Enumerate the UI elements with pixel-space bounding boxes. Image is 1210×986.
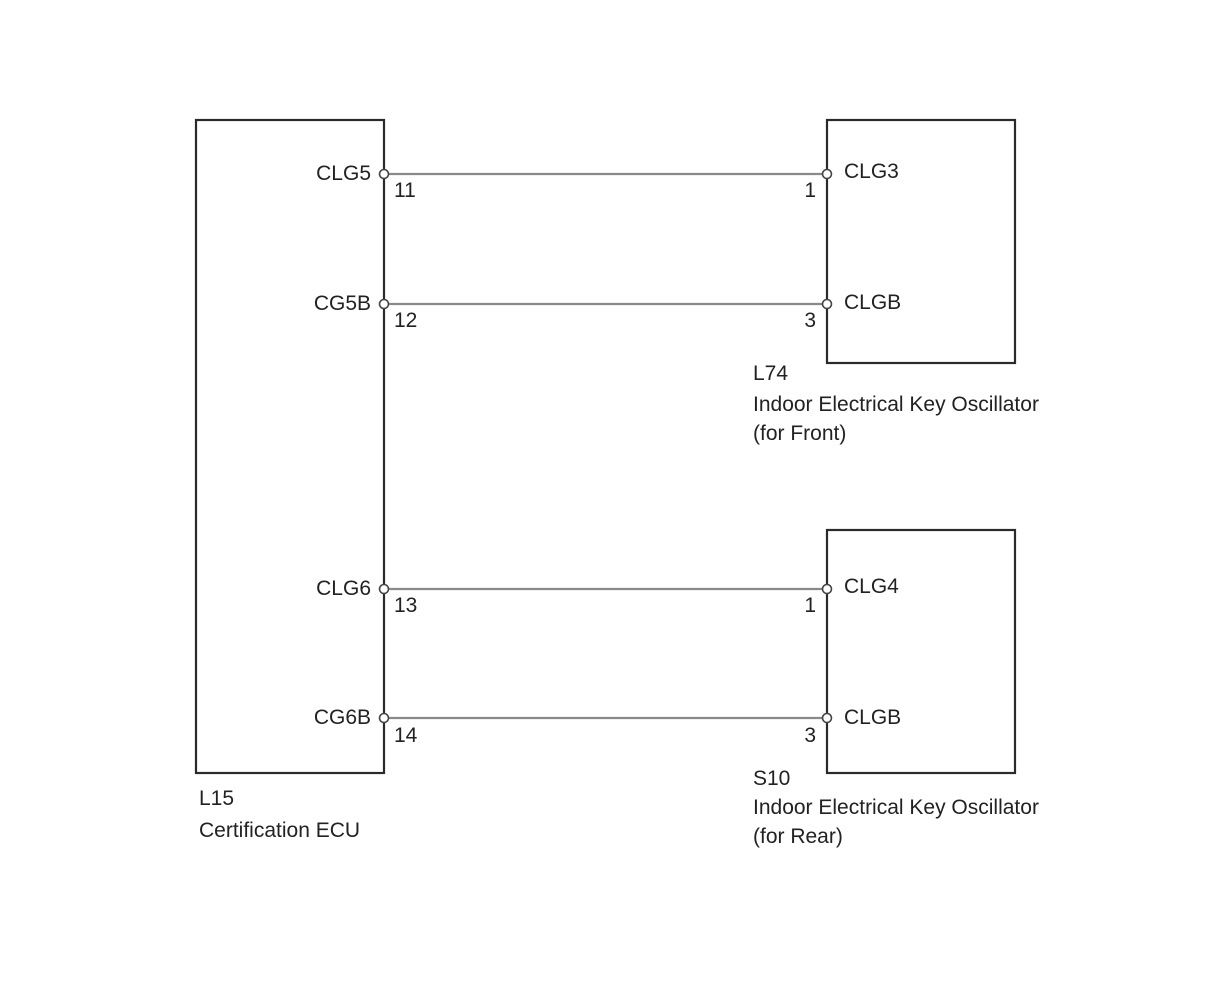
ecu-pin-13-dot [378, 583, 390, 595]
ecu-pin-label-clg6: CLG6 [316, 577, 371, 600]
front-pin-label-clg3: CLG3 [844, 160, 899, 183]
rear-oscillator-box [825, 528, 1017, 775]
rear-pin-label-clgb: CLGB [844, 706, 901, 729]
rear-pin-number-3: 3 [804, 724, 816, 747]
ecu-pin-14-dot [378, 712, 390, 724]
front-oscillator-note: (for Front) [753, 422, 846, 445]
ecu-name: Certification ECU [199, 819, 360, 842]
ecu-pin-11-dot [378, 168, 390, 180]
ecu-pin-label-clg5: CLG5 [316, 162, 371, 185]
rear-pin-3-dot [821, 712, 833, 724]
front-pin-3-dot [821, 298, 833, 310]
front-pin-label-clgb: CLGB [844, 291, 901, 314]
front-oscillator-code: L74 [753, 362, 788, 385]
ecu-pin-12-dot [378, 298, 390, 310]
front-pin-number-3: 3 [804, 309, 816, 332]
front-oscillator-box [825, 118, 1017, 365]
rear-oscillator-name: Indoor Electrical Key Oscillator [753, 796, 1039, 819]
rear-pin-1-dot [821, 583, 833, 595]
ecu-pin-label-cg6b: CG6B [314, 706, 371, 729]
rear-pin-number-1: 1 [804, 594, 816, 617]
ecu-pin-label-cg5b: CG5B [314, 292, 371, 315]
ecu-pin-number-12: 12 [394, 309, 417, 332]
rear-oscillator-code: S10 [753, 767, 790, 790]
rear-oscillator-note: (for Rear) [753, 825, 843, 848]
ecu-pin-number-13: 13 [394, 594, 417, 617]
ecu-box [194, 118, 386, 775]
front-pin-1-dot [821, 168, 833, 180]
ecu-code: L15 [199, 787, 234, 810]
ecu-pin-number-11: 11 [394, 179, 416, 202]
rear-pin-label-clg4: CLG4 [844, 575, 899, 598]
front-oscillator-name: Indoor Electrical Key Oscillator [753, 393, 1039, 416]
front-pin-number-1: 1 [804, 179, 816, 202]
ecu-pin-number-14: 14 [394, 724, 418, 747]
